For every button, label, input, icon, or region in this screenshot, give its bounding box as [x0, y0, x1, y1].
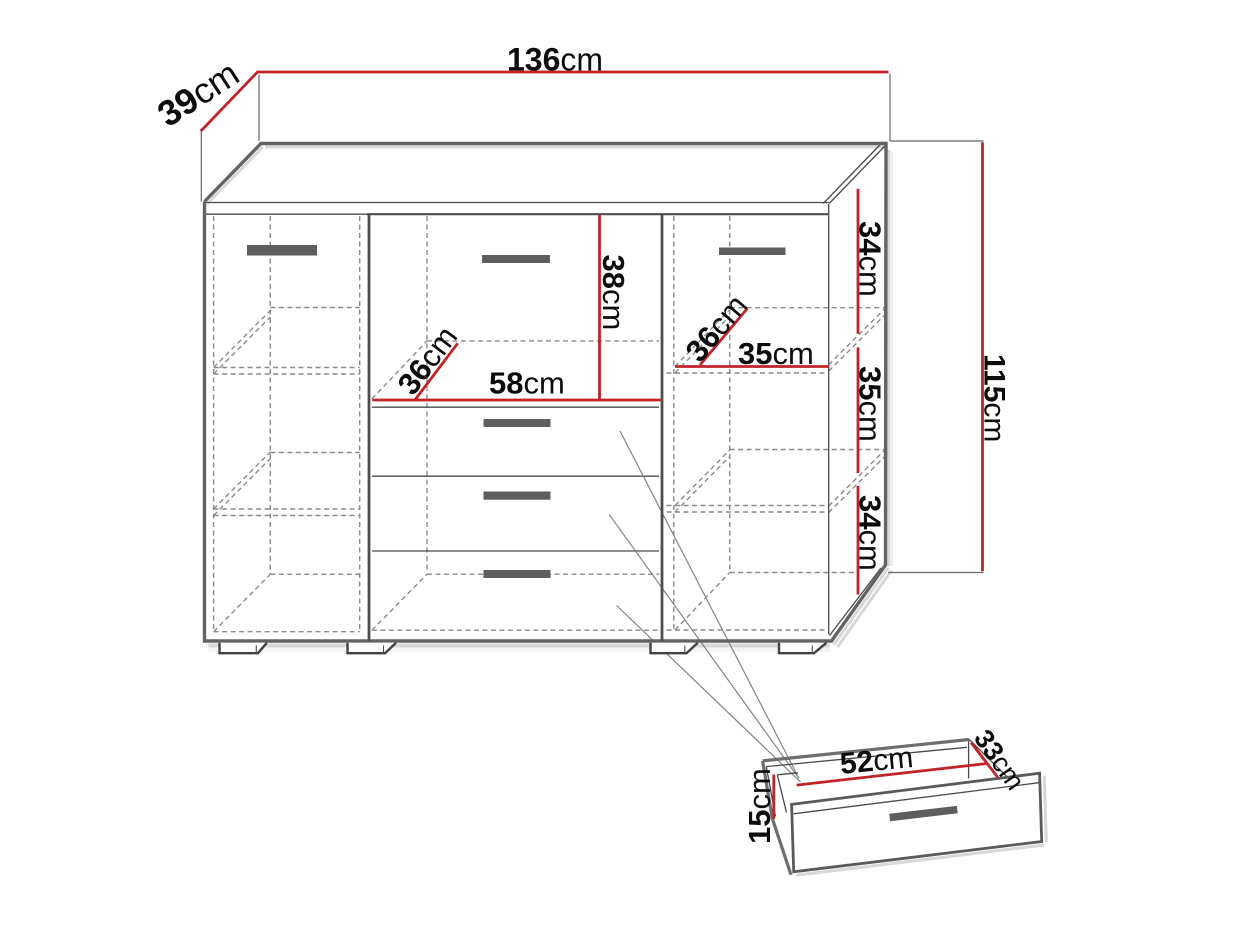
svg-text:15cm: 15cm: [742, 768, 777, 844]
svg-text:136cm: 136cm: [507, 42, 603, 78]
svg-text:52cm: 52cm: [839, 741, 915, 781]
svg-text:35cm: 35cm: [853, 366, 888, 442]
svg-text:115cm: 115cm: [978, 354, 1011, 442]
svg-text:34cm: 34cm: [853, 221, 888, 297]
svg-text:58cm: 58cm: [489, 366, 565, 401]
svg-text:34cm: 34cm: [853, 495, 888, 571]
svg-text:38cm: 38cm: [596, 255, 631, 331]
svg-text:35cm: 35cm: [738, 336, 814, 371]
